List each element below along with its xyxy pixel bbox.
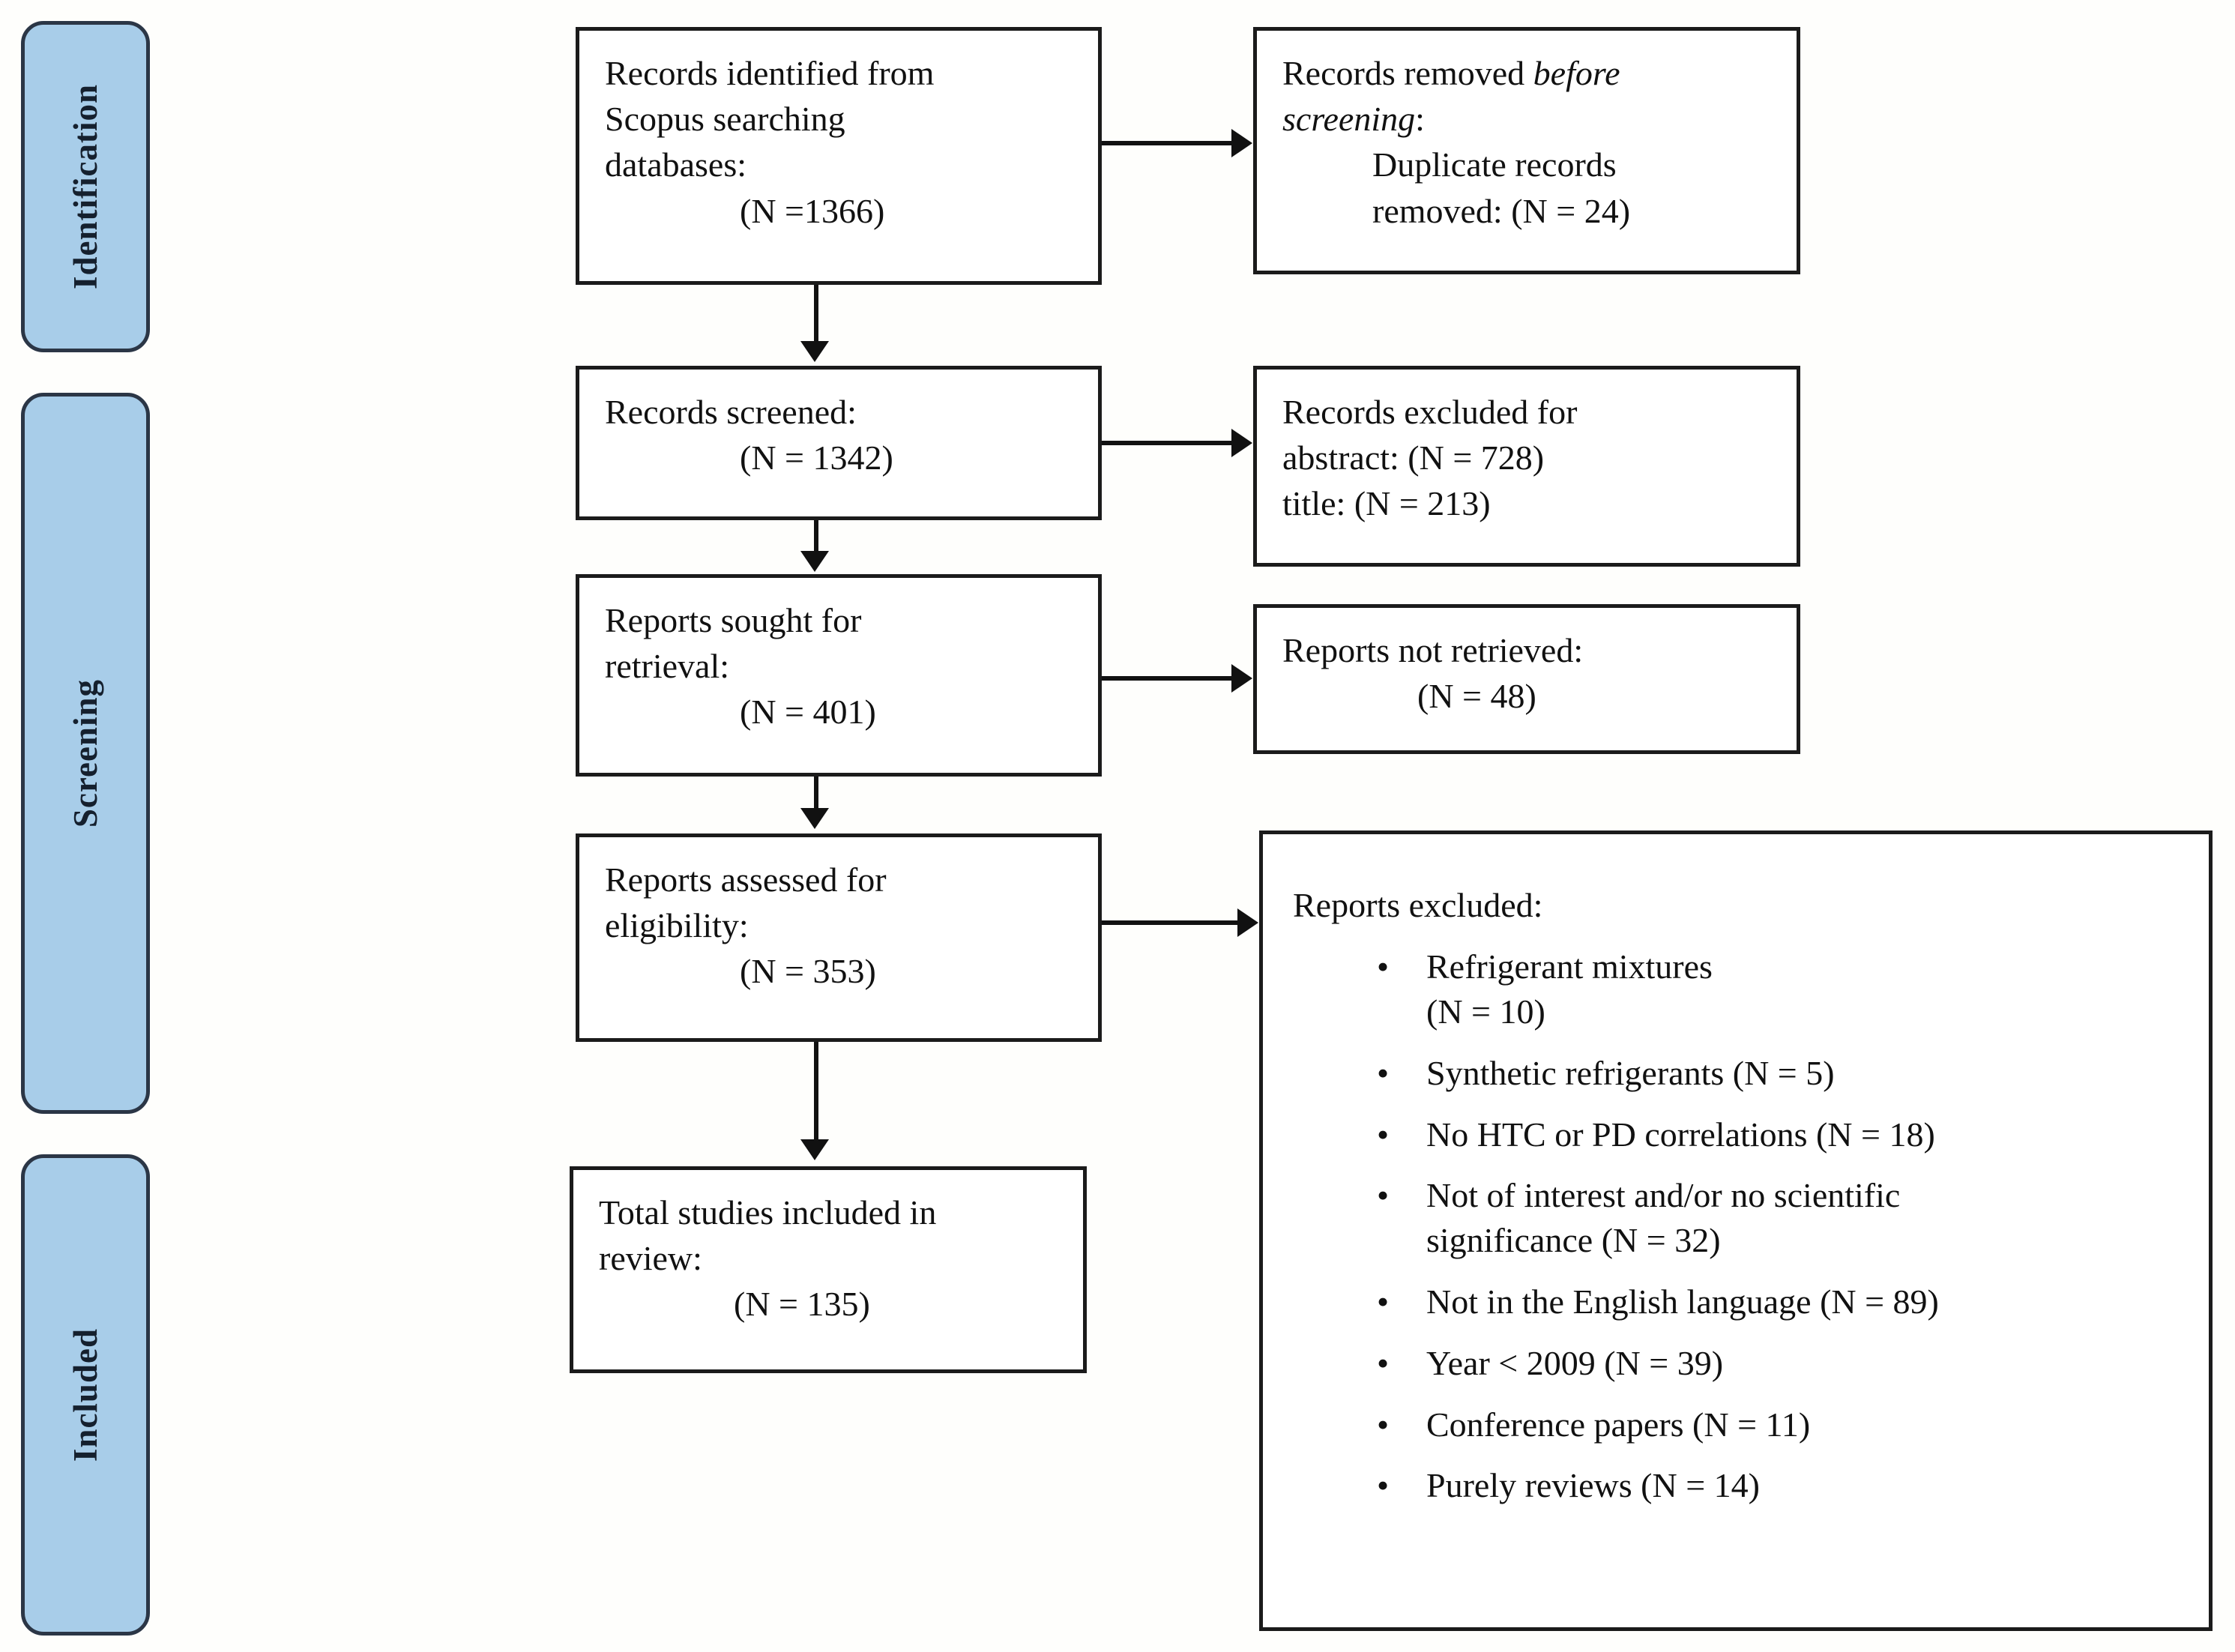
- reports-sought-count: (N = 401): [740, 693, 876, 732]
- total-included-line2: review:: [599, 1239, 702, 1278]
- reports-not-retrieved-count: (N = 48): [1417, 677, 1536, 716]
- arrow-right-icon: [1231, 429, 1252, 457]
- list-item: • Refrigerant mixtures (N = 10): [1377, 944, 2183, 1034]
- list-item-line1: Not in the English language (N = 89): [1426, 1282, 1939, 1321]
- box-records-removed-before-screening: Records removed before screening: Duplic…: [1253, 27, 1800, 274]
- arrow-down-icon: [800, 808, 829, 829]
- reports-excluded-list: • Refrigerant mixtures (N = 10) • Synthe…: [1288, 944, 2183, 1508]
- list-item: • Year < 2009 (N = 39): [1377, 1341, 2183, 1386]
- arrow-down-icon: [800, 1139, 829, 1160]
- list-item-line1: Conference papers (N = 11): [1426, 1405, 1811, 1444]
- records-removed-line1-italic: before: [1533, 54, 1620, 92]
- stage-included-label: Included: [67, 1327, 104, 1462]
- list-item: • Not in the English language (N = 89): [1377, 1279, 2183, 1324]
- bullet-icon: •: [1377, 1176, 1390, 1215]
- list-item: • Conference papers (N = 11): [1377, 1402, 2183, 1447]
- connector-screened-to-sought: [814, 520, 818, 553]
- records-identified-line3: databases:: [605, 145, 747, 184]
- list-item-line1: Synthetic refrigerants (N = 5): [1426, 1053, 1835, 1092]
- bullet-icon: •: [1377, 947, 1390, 986]
- bullet-icon: •: [1377, 1115, 1390, 1154]
- arrow-right-icon: [1231, 129, 1252, 157]
- reports-not-retrieved-line1: Reports not retrieved:: [1282, 631, 1584, 669]
- total-included-count: (N = 135): [734, 1285, 870, 1324]
- arrow-right-icon: [1231, 664, 1252, 693]
- records-removed-sub2: removed: (N = 24): [1372, 191, 1631, 230]
- bullet-icon: •: [1377, 1343, 1390, 1382]
- records-identified-line1: Records identified from: [605, 54, 935, 92]
- records-screened-line1: Records screened:: [605, 393, 857, 431]
- arrow-right-icon: [1237, 908, 1258, 937]
- reports-assessed-line1: Reports assessed for: [605, 860, 887, 899]
- list-item-line1: Refrigerant mixtures: [1426, 947, 1713, 986]
- arrow-down-icon: [800, 551, 829, 572]
- box-total-studies-included: Total studies included in review: (N = 1…: [570, 1166, 1087, 1373]
- bullet-icon: •: [1377, 1053, 1390, 1092]
- records-removed-line1-plain: Records removed: [1282, 54, 1533, 92]
- box-reports-assessed: Reports assessed for eligibility: (N = 3…: [576, 833, 1102, 1042]
- reports-assessed-count: (N = 353): [740, 952, 876, 991]
- box-records-identified: Records identified from Scopus searching…: [576, 27, 1102, 285]
- records-screened-count: (N = 1342): [740, 438, 893, 477]
- box-records-screened: Records screened: (N = 1342): [576, 366, 1102, 520]
- connector-identified-to-removed: [1102, 141, 1232, 145]
- bullet-icon: •: [1377, 1282, 1390, 1321]
- box-reports-excluded-list: Reports excluded: • Refrigerant mixtures…: [1259, 830, 2213, 1631]
- box-reports-not-retrieved: Reports not retrieved: (N = 48): [1253, 604, 1800, 754]
- connector-assessed-to-reports-excluded: [1102, 920, 1238, 925]
- reports-assessed-line2: eligibility:: [605, 906, 749, 945]
- records-removed-line1: Records removed before: [1282, 50, 1771, 96]
- list-item-line1: Not of interest and/or no scientific: [1426, 1176, 1901, 1215]
- connector-identified-to-screened: [814, 285, 818, 343]
- list-item: • No HTC or PD correlations (N = 18): [1377, 1112, 2183, 1157]
- list-item: • Synthetic refrigerants (N = 5): [1377, 1051, 2183, 1096]
- box-records-excluded: Records excluded for abstract: (N = 728)…: [1253, 366, 1800, 567]
- list-item-line1: Purely reviews (N = 14): [1426, 1466, 1760, 1505]
- records-excluded-line1: Records excluded for: [1282, 393, 1578, 431]
- records-excluded-line3: title: (N = 213): [1282, 484, 1491, 523]
- stage-screening: Screening: [21, 393, 150, 1114]
- list-item-line1: Year < 2009 (N = 39): [1426, 1343, 1724, 1382]
- list-item: • Not of interest and/or no scientific s…: [1377, 1173, 2183, 1263]
- list-item-line1: No HTC or PD correlations (N = 18): [1426, 1115, 1935, 1154]
- stage-identification-label: Identification: [67, 83, 104, 289]
- bullet-icon: •: [1377, 1466, 1390, 1505]
- stage-identification: Identification: [21, 21, 150, 352]
- records-excluded-line2: abstract: (N = 728): [1282, 438, 1545, 477]
- list-item-line2: (N = 10): [1426, 992, 1545, 1031]
- records-identified-line2: Scopus searching: [605, 100, 845, 139]
- reports-excluded-title: Reports excluded:: [1293, 886, 1543, 924]
- list-item-line2: significance (N = 32): [1426, 1221, 1721, 1260]
- stage-screening-label: Screening: [67, 678, 104, 828]
- reports-sought-line1: Reports sought for: [605, 601, 862, 639]
- records-removed-line2-colon: :: [1415, 100, 1425, 139]
- list-item: • Purely reviews (N = 14): [1377, 1463, 2183, 1508]
- box-reports-sought: Reports sought for retrieval: (N = 401): [576, 574, 1102, 777]
- stage-included: Included: [21, 1154, 150, 1636]
- connector-assessed-to-total: [814, 1042, 818, 1141]
- records-removed-line2: screening:: [1282, 96, 1771, 142]
- connector-sought-to-not-retrieved: [1102, 676, 1232, 681]
- connector-screened-to-excluded: [1102, 441, 1232, 445]
- connector-sought-to-assessed: [814, 777, 818, 810]
- bullet-icon: •: [1377, 1405, 1390, 1444]
- reports-sought-line2: retrieval:: [605, 647, 730, 686]
- records-removed-line2-italic: screening: [1282, 100, 1416, 139]
- total-included-line1: Total studies included in: [599, 1193, 937, 1232]
- records-identified-count: (N =1366): [740, 191, 885, 230]
- records-removed-sub1: Duplicate records: [1372, 145, 1617, 184]
- arrow-down-icon: [800, 341, 829, 362]
